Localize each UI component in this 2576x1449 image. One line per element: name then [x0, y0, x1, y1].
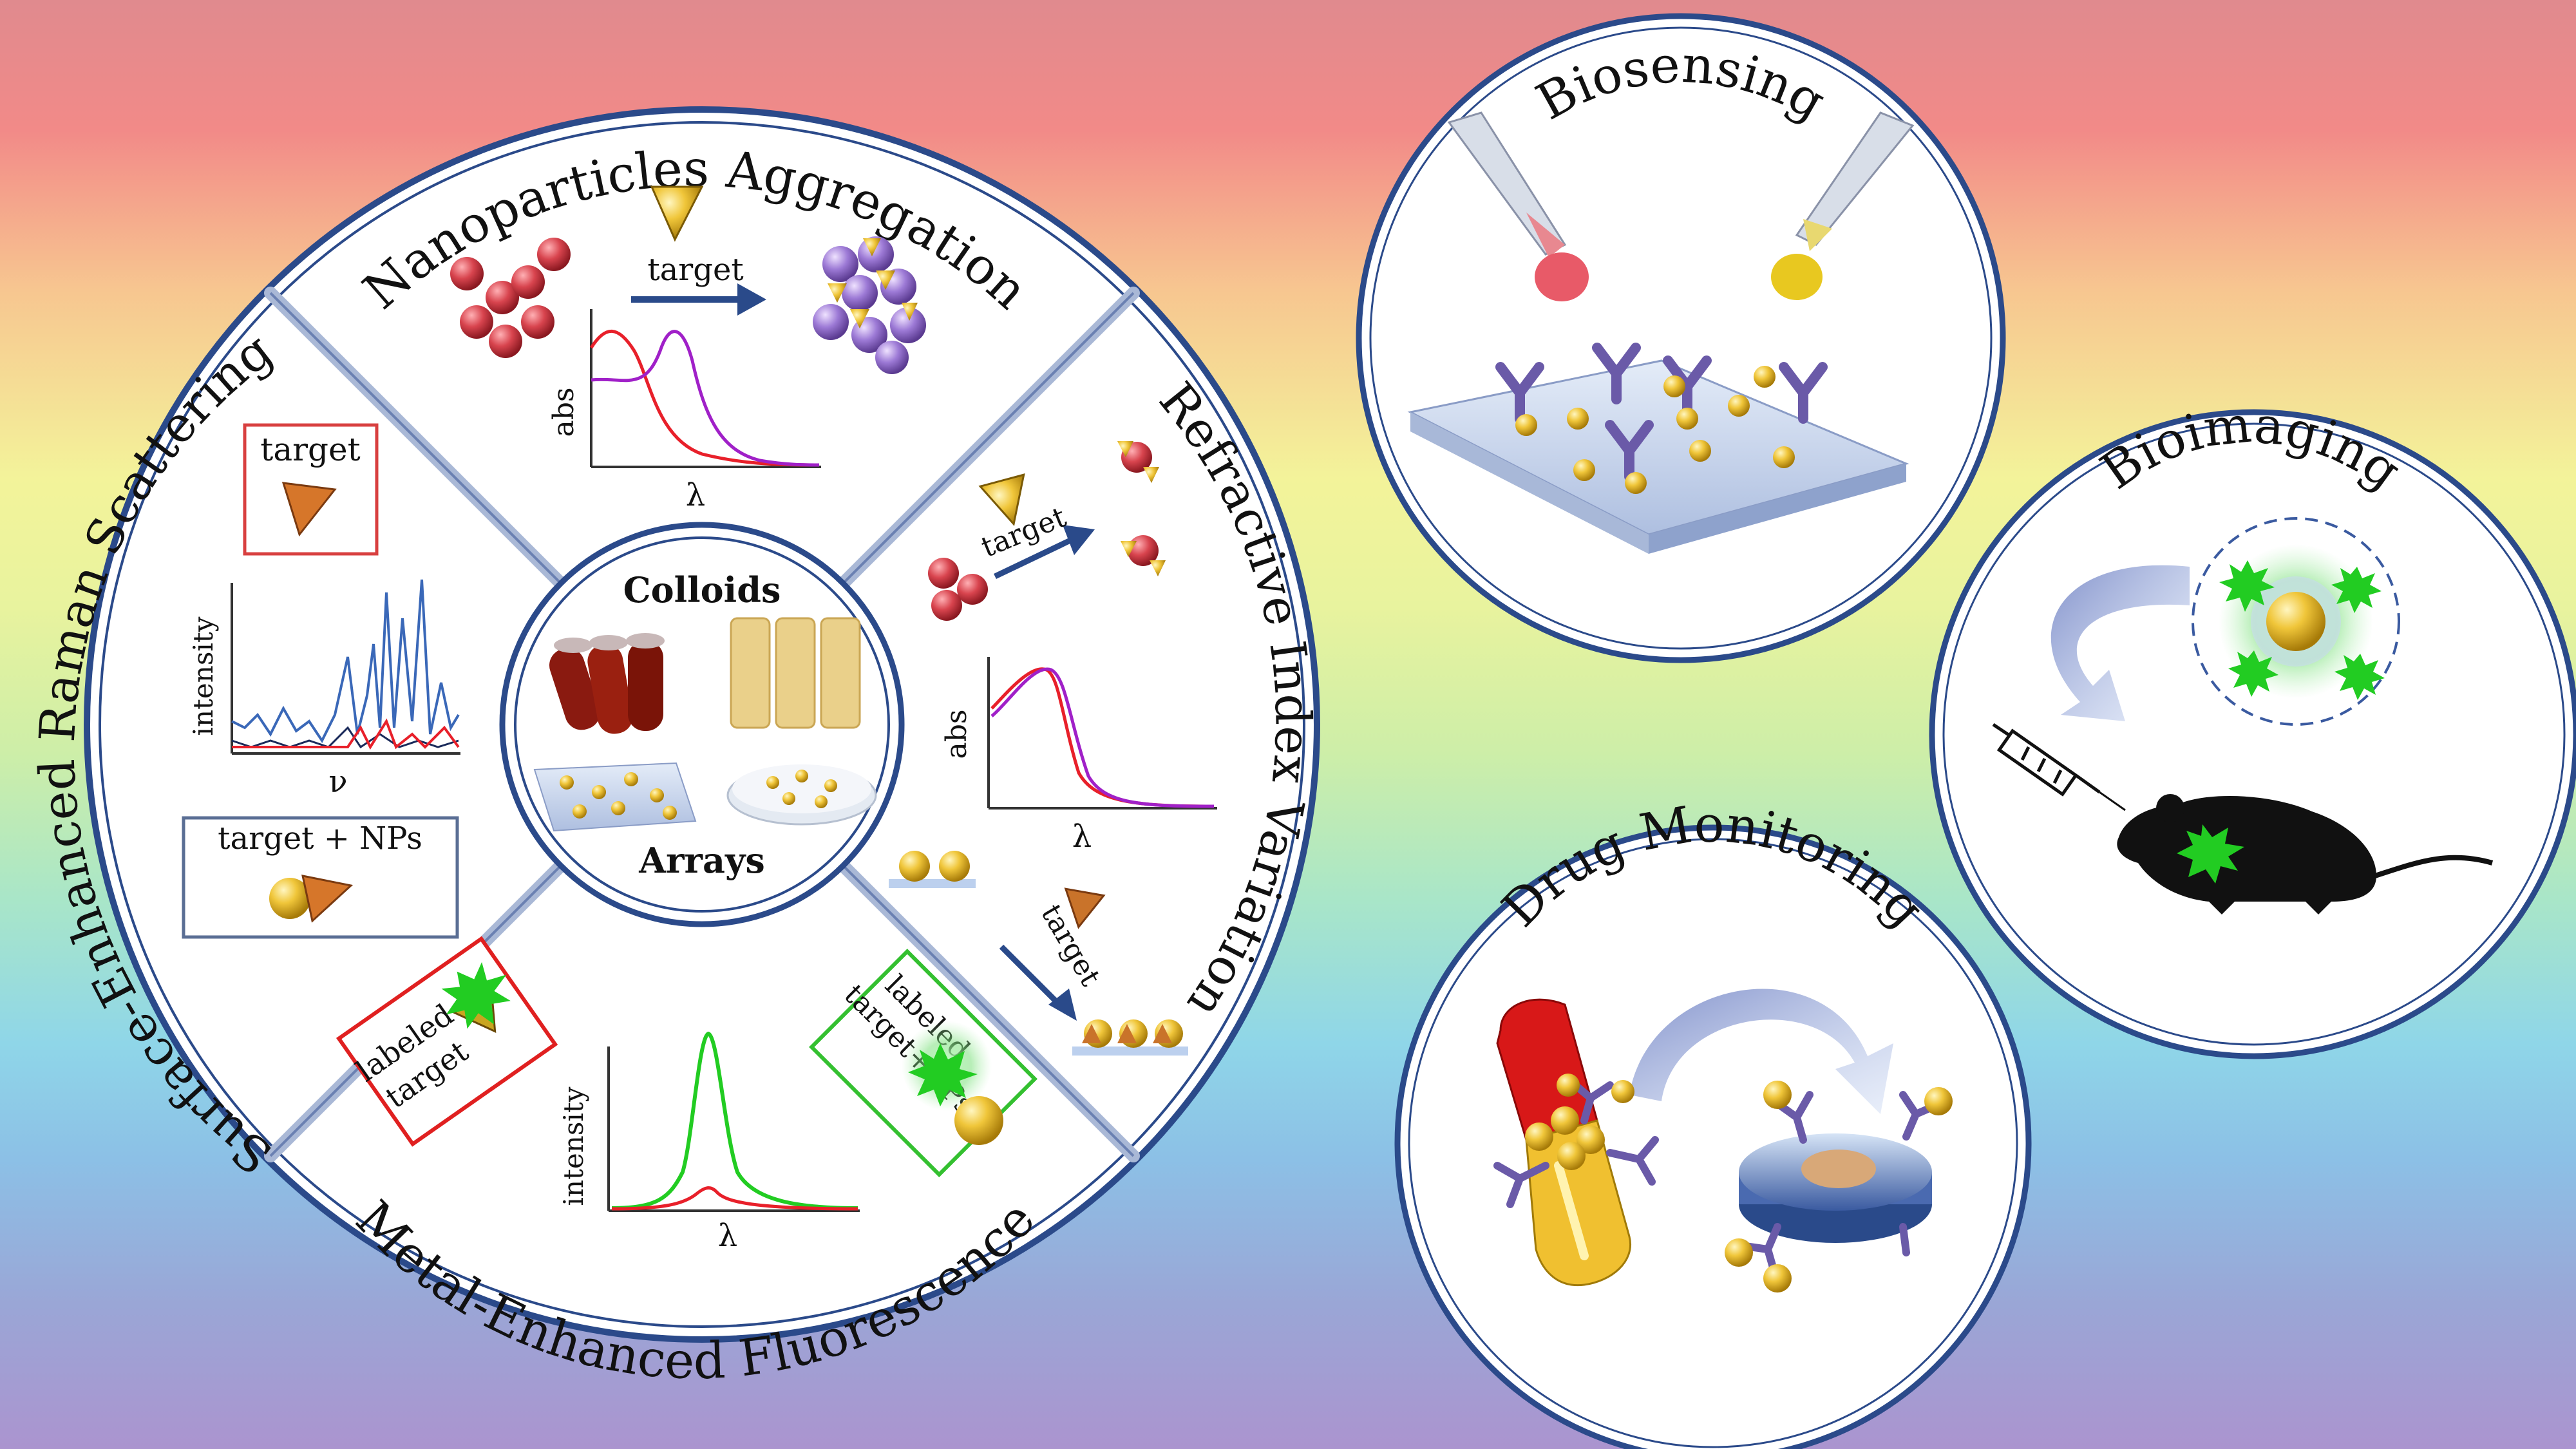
center-arrays-label: Arrays: [638, 840, 765, 881]
cell-disk-icon: [1739, 1133, 1932, 1243]
imaging-fluorophores: [2219, 560, 2385, 700]
mef-gold-np-icon: [954, 1096, 1003, 1145]
target-triangle-icon: [650, 185, 704, 242]
main-wheel: Nanoparticles Aggregation Metal-Enhanced…: [28, 106, 1322, 1390]
sers-section: target intensity ν target + NPs: [182, 423, 460, 939]
capsule-gold-nps: [1525, 1074, 1634, 1170]
wheel-inner-ring: [99, 121, 1305, 1328]
center-outer-ring: [499, 522, 905, 927]
wheel-outer-ring: [84, 106, 1320, 1343]
aggregation-section: target abs: [450, 185, 926, 513]
imaging-dashed-circle: [2192, 517, 2400, 726]
refractive-abs-label: abs: [940, 710, 973, 759]
mouse-silhouette-icon: [2117, 794, 2494, 914]
refractive-arrow: [994, 538, 1070, 580]
biosensing-panel: Biosensing: [1356, 13, 2006, 663]
refractive-red-nps: [928, 558, 988, 621]
bioimaging-ring-outer: [1929, 409, 2576, 1059]
mef-burst-icon: [908, 1043, 978, 1106]
refractive-lambda-label: λ: [1072, 819, 1092, 855]
sers-target-nps-label: target + NPs: [218, 820, 422, 857]
pipette-right-icon: [1771, 111, 1915, 300]
abs-series-purple: [591, 330, 820, 467]
fluorophore-burst-icon: [441, 961, 511, 1029]
mef-labeled-target-box: [336, 936, 558, 1147]
aggregated-cluster: [813, 236, 926, 374]
syringe-icon: [1992, 723, 2126, 811]
sers-gold-np-icon: [269, 878, 310, 919]
sers-target-nps-box: [182, 816, 459, 939]
bioimaging-panel: Bioimaging: [1929, 395, 2576, 1059]
pipette-left-icon: [1447, 111, 1589, 301]
raman-series-blue: [231, 579, 460, 743]
sers-target-triangle-icon: [281, 482, 337, 537]
drug-monitoring-panel: Drug Monitoring: [1394, 796, 2032, 1449]
sers-target-label: target: [260, 431, 361, 468]
center-colloids-label: Colloids: [623, 569, 781, 611]
red-colloid-tubes: [549, 633, 665, 734]
abs-series-red: [589, 329, 820, 467]
mouse-signal-burst-icon: [2177, 824, 2244, 884]
capsule-antibodies: [1493, 1078, 1659, 1208]
drug-ring-outer: [1394, 824, 2032, 1449]
drug-ring-inner: [1408, 838, 2018, 1448]
imaging-gold-np-icon: [2266, 592, 2325, 651]
mef-section: labeled target intensity λ labeled targe…: [336, 936, 1038, 1254]
mef-series-red: [611, 1186, 858, 1211]
array-slab: [533, 762, 697, 832]
aggregation-abs-chart: abs λ: [547, 309, 821, 513]
cell-nucleus-icon: [1801, 1150, 1876, 1188]
array-dish: [726, 764, 877, 826]
lambda-axis-label: λ: [686, 477, 705, 513]
abs-axis-label: abs: [547, 388, 580, 437]
mef-lambda-label: λ: [718, 1218, 737, 1254]
gold-colloid-tubes: [730, 617, 861, 729]
biosensing-ring-inner: [1369, 26, 1993, 650]
mef-series-green: [611, 1031, 858, 1210]
refractive-bound-nps: [1117, 441, 1166, 576]
red-nanoparticles: [450, 238, 571, 358]
sers-nu-label: ν: [328, 764, 347, 800]
biosensing-ring-outer: [1356, 13, 2006, 663]
biosensing-gold-nps: [1515, 366, 1795, 494]
bioimaging-curved-arrow: [2050, 565, 2190, 721]
cell-gold-nps: [1725, 1081, 1953, 1293]
mef-intensity-chart: intensity λ: [558, 1031, 860, 1254]
refractive-abs-chart: abs λ: [940, 657, 1217, 855]
raman-series-red: [232, 718, 460, 750]
drug-curved-arrow: [1629, 989, 1893, 1114]
center-disc: Colloids Arrays: [499, 522, 905, 927]
sers-intensity-label: intensity: [187, 616, 219, 735]
sers-bound-target-icon: [301, 875, 354, 923]
center-inner-ring: [514, 536, 890, 913]
mef-intensity-label: intensity: [558, 1086, 589, 1206]
refractive-series-purple: [990, 667, 1215, 808]
sers-raman-chart: intensity ν: [187, 579, 460, 800]
aggregation-target-label: target: [647, 252, 743, 288]
bioimaging-ring-inner: [1942, 422, 2566, 1046]
